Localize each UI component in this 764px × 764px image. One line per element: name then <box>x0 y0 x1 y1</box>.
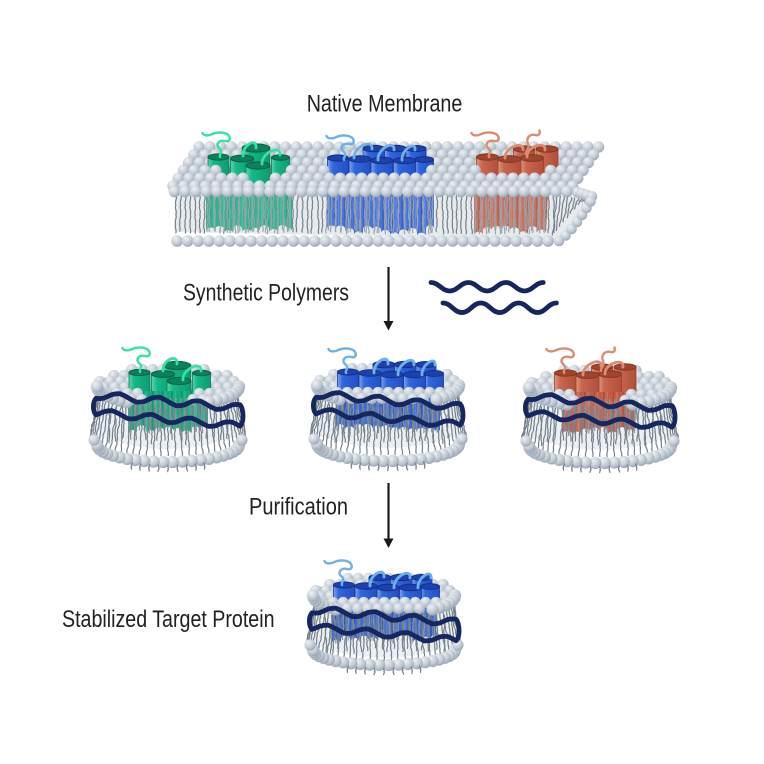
svg-text:Synthetic Polymers: Synthetic Polymers <box>183 280 349 307</box>
svg-text:Purification: Purification <box>249 494 348 521</box>
svg-text:Native Membrane: Native Membrane <box>307 91 463 118</box>
svg-text:Stabilized Target Protein: Stabilized Target Protein <box>62 606 275 633</box>
